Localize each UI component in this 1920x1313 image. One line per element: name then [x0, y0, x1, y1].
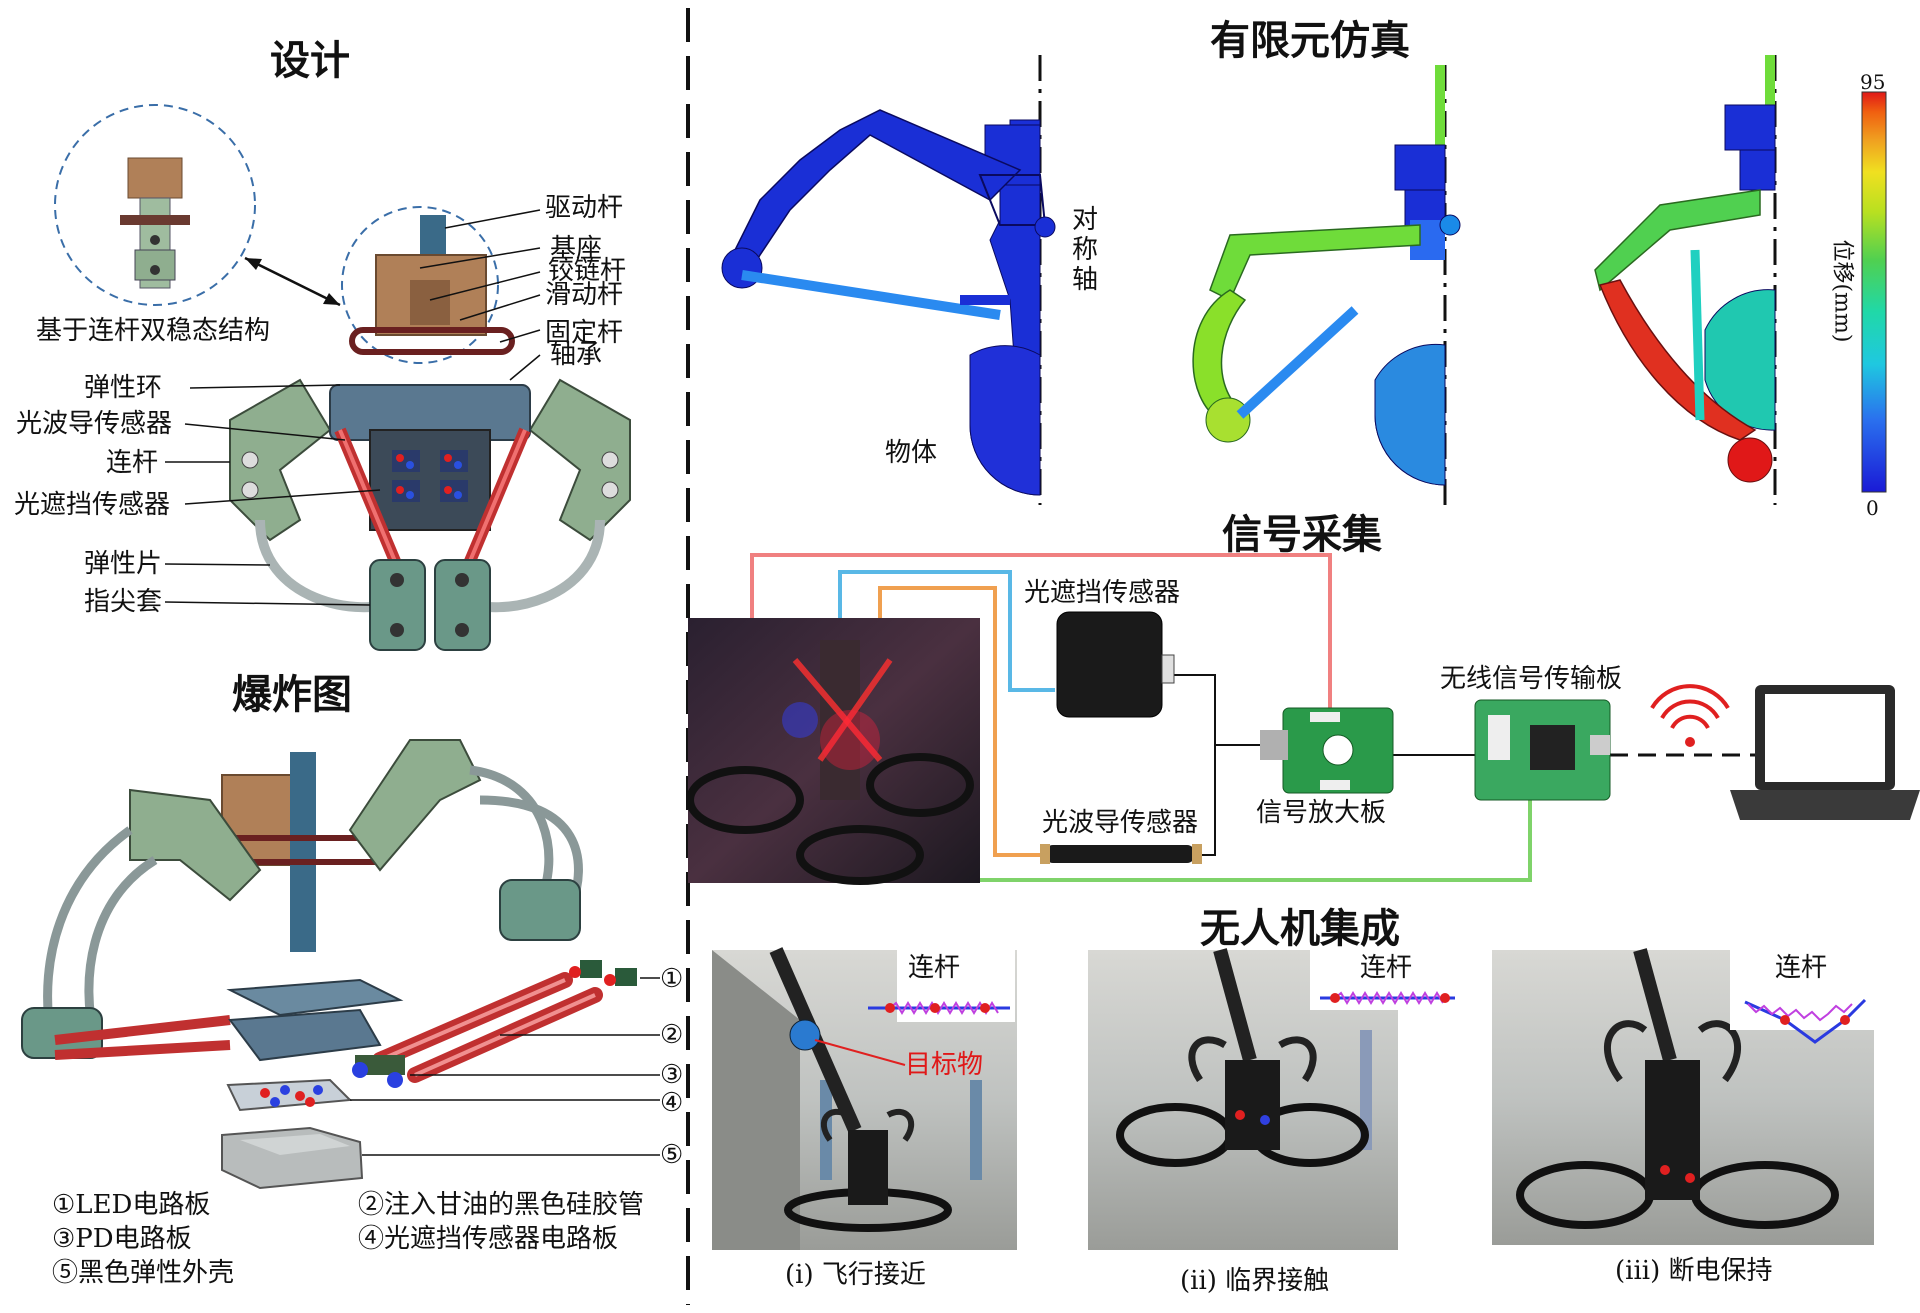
legend-occlusion-board: ④光遮挡传感器电路板 — [358, 1224, 619, 1254]
colorbar — [1861, 91, 1887, 493]
label-waveguide-sensor: 光波导传感器 — [16, 409, 173, 439]
colorbar-max: 95 — [1860, 70, 1886, 94]
label-drive-rod: 驱动杆 — [545, 193, 624, 223]
label-occlusion-sensor: 光遮挡传感器 — [14, 490, 171, 520]
target-pointer — [814, 1039, 906, 1066]
legend-shell: ⑤黑色弹性外壳 — [52, 1258, 235, 1288]
fem-axis-label: 对称轴 — [1072, 205, 1099, 295]
occlusion-sensor-pad — [1056, 611, 1163, 718]
colorbar-label: 位移(mm) — [1829, 239, 1855, 343]
label-hinge-rod: 铰链杆 — [548, 256, 627, 286]
linkage-inset-3 — [1730, 950, 1874, 1044]
label-elastic-sheet: 弹性片 — [84, 549, 163, 579]
exploded-leaders — [350, 977, 660, 1156]
gripper-photo — [686, 618, 980, 885]
signal-occlusion-label: 光遮挡传感器 — [1024, 578, 1181, 608]
wifi-icon — [1650, 684, 1730, 747]
exploded-view — [21, 739, 637, 1190]
label-bearing: 轴承 — [550, 340, 603, 370]
fem-state-3 — [1594, 55, 1777, 505]
fem-state-2 — [1192, 65, 1461, 505]
bistable-inset — [54, 104, 256, 306]
label-fixed-rod: 固定杆 — [545, 318, 624, 348]
legend-pd-board: ③PD电路板 — [52, 1224, 192, 1254]
wireless-board — [1474, 699, 1611, 801]
uav-target-label: 目标物 — [905, 1050, 984, 1080]
detail-circle — [341, 206, 499, 364]
signal-wireless-label: 无线信号传输板 — [1440, 664, 1623, 694]
design-leaders-right — [419, 209, 541, 381]
exploded-title: 爆炸图 — [232, 671, 352, 718]
design-leaders-left — [164, 384, 381, 606]
label-base: 基座 — [550, 234, 603, 264]
uav-caption-3: (iii) 断电保持 — [1615, 1256, 1773, 1286]
design-title: 设计 — [270, 37, 350, 84]
uav-inset-label-1: 连杆 — [908, 953, 961, 983]
signal-wires-black — [1165, 674, 1760, 856]
uav-title: 无人机集成 — [1200, 905, 1400, 952]
bistable-arrow — [244, 256, 341, 307]
waveguide-rod — [1045, 845, 1195, 863]
linkage-inset-1 — [868, 950, 1015, 1022]
amplifier-board — [1260, 707, 1394, 794]
exploded-num-1: ① — [660, 964, 684, 994]
label-elastic-ring: 弹性环 — [84, 373, 163, 403]
fem-title: 有限元仿真 — [1210, 17, 1410, 64]
signal-waveguide-label: 光波导传感器 — [1042, 808, 1199, 838]
signal-amplifier-label: 信号放大板 — [1256, 798, 1387, 828]
bistable-label: 基于连杆双稳态结构 — [36, 316, 271, 346]
colorbar-min: 0 — [1866, 496, 1879, 520]
uav-caption-2: (ii) 临界接触 — [1180, 1266, 1330, 1296]
fem-object-label: 物体 — [885, 438, 938, 468]
uav-caption-1: (i) 飞行接近 — [785, 1260, 926, 1290]
linkage-inset-2 — [1310, 950, 1460, 1010]
gripper-assembly — [229, 215, 631, 651]
exploded-num-3: ③ — [660, 1060, 684, 1090]
exploded-num-5: ⑤ — [660, 1140, 684, 1170]
uav-photo-1 — [712, 947, 1017, 1250]
uav-inset-label-2: 连杆 — [1360, 953, 1413, 983]
fem-state-1 — [721, 55, 1056, 505]
exploded-num-2: ② — [660, 1020, 684, 1050]
exploded-num-4: ④ — [660, 1088, 684, 1118]
label-fingertip-cover: 指尖套 — [84, 587, 163, 617]
legend-silicone-tube: ②注入甘油的黑色硅胶管 — [358, 1190, 645, 1220]
uav-inset-label-3: 连杆 — [1775, 953, 1828, 983]
signal-title: 信号采集 — [1222, 511, 1382, 558]
legend-led-board: ①LED电路板 — [52, 1190, 211, 1220]
label-slide-rod: 滑动杆 — [545, 280, 624, 310]
uav-photo-2 — [1088, 948, 1398, 1250]
laptop-icon — [1730, 685, 1920, 820]
label-link: 连杆 — [106, 448, 159, 478]
